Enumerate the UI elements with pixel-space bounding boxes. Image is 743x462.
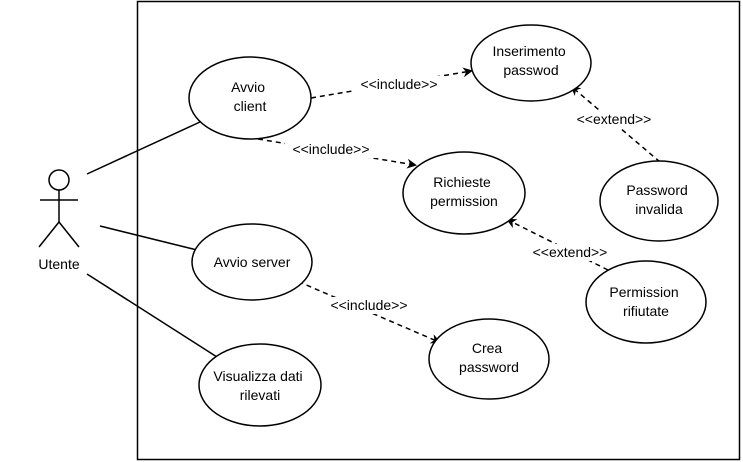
usecase-inserimento-password-line1: Inserimento xyxy=(492,43,565,59)
usecase-visualizza-dati-line1: Visualizza dati xyxy=(213,368,302,384)
association-avvio-client xyxy=(86,121,201,175)
svg-text:Crea password: Crea password xyxy=(459,340,519,375)
actor-utente: Utente xyxy=(38,169,80,272)
include-label-2: <<include>> xyxy=(292,141,369,157)
association-avvio-server xyxy=(99,225,198,251)
usecase-avvio-client-line1: Avvio xyxy=(231,79,265,95)
svg-text:Inserimento passwod: Inserimento passwod xyxy=(492,43,569,78)
include-label-3: <<include>> xyxy=(330,297,407,313)
usecase-password-invalida-line1: Password xyxy=(626,182,687,198)
usecase-richieste-permission: Richieste permission xyxy=(402,151,526,235)
usecase-permission-rifiutate: Permission rifiutate xyxy=(585,260,707,344)
usecase-avvio-client: Avvio client xyxy=(188,56,312,140)
system-boundary xyxy=(136,0,741,461)
usecase-crea-password-line1: Crea xyxy=(472,340,503,356)
usecase-crea-password: Crea password xyxy=(428,318,550,400)
svg-text:Richieste permission: Richieste permission xyxy=(430,174,498,209)
usecase-visualizza-dati: Visualizza dati rilevati xyxy=(198,343,322,427)
usecase-inserimento-password: Inserimento passwod xyxy=(470,24,592,102)
usecase-avvio-client-line2: client xyxy=(234,98,267,114)
usecase-password-invalida-line2: invalida xyxy=(635,201,683,217)
usecase-inserimento-password-line2: passwod xyxy=(503,62,558,78)
usecase-permission-rifiutate-line2: rifiutate xyxy=(623,303,669,319)
extend-label-2: <<extend>> xyxy=(533,244,608,260)
include-label-1: <<include>> xyxy=(360,76,437,92)
svg-text:Password invalida: Password invalida xyxy=(626,182,691,217)
actor-head xyxy=(48,169,70,191)
extend-label-1: <<extend>> xyxy=(577,111,652,127)
usecase-password-invalida: Password invalida xyxy=(599,160,719,242)
usecase-avvio-server: Avvio server xyxy=(191,223,313,301)
usecase-avvio-server-line1: Avvio server xyxy=(214,254,291,270)
svg-text:Visualizza dati rilevati: Visualizza dati rilevati xyxy=(213,368,306,403)
usecase-permission-rifiutate-line1: Permission xyxy=(609,284,678,300)
usecase-crea-password-line2: password xyxy=(459,359,519,375)
actor-leg-left xyxy=(38,221,60,248)
actor-label: Utente xyxy=(38,256,79,272)
svg-text:Avvio client: Avvio client xyxy=(231,79,269,114)
svg-text:Avvio server: Avvio server xyxy=(214,254,291,270)
usecase-visualizza-dati-line2: rilevati xyxy=(240,387,280,403)
actor-leg-right xyxy=(58,221,80,248)
svg-text:Permission rifiutate: Permission rifiutate xyxy=(609,284,682,319)
association-visualizza-dati xyxy=(86,273,218,358)
usecase-richieste-permission-line2: permission xyxy=(430,193,498,209)
usecase-richieste-permission-line1: Richieste xyxy=(433,174,491,190)
